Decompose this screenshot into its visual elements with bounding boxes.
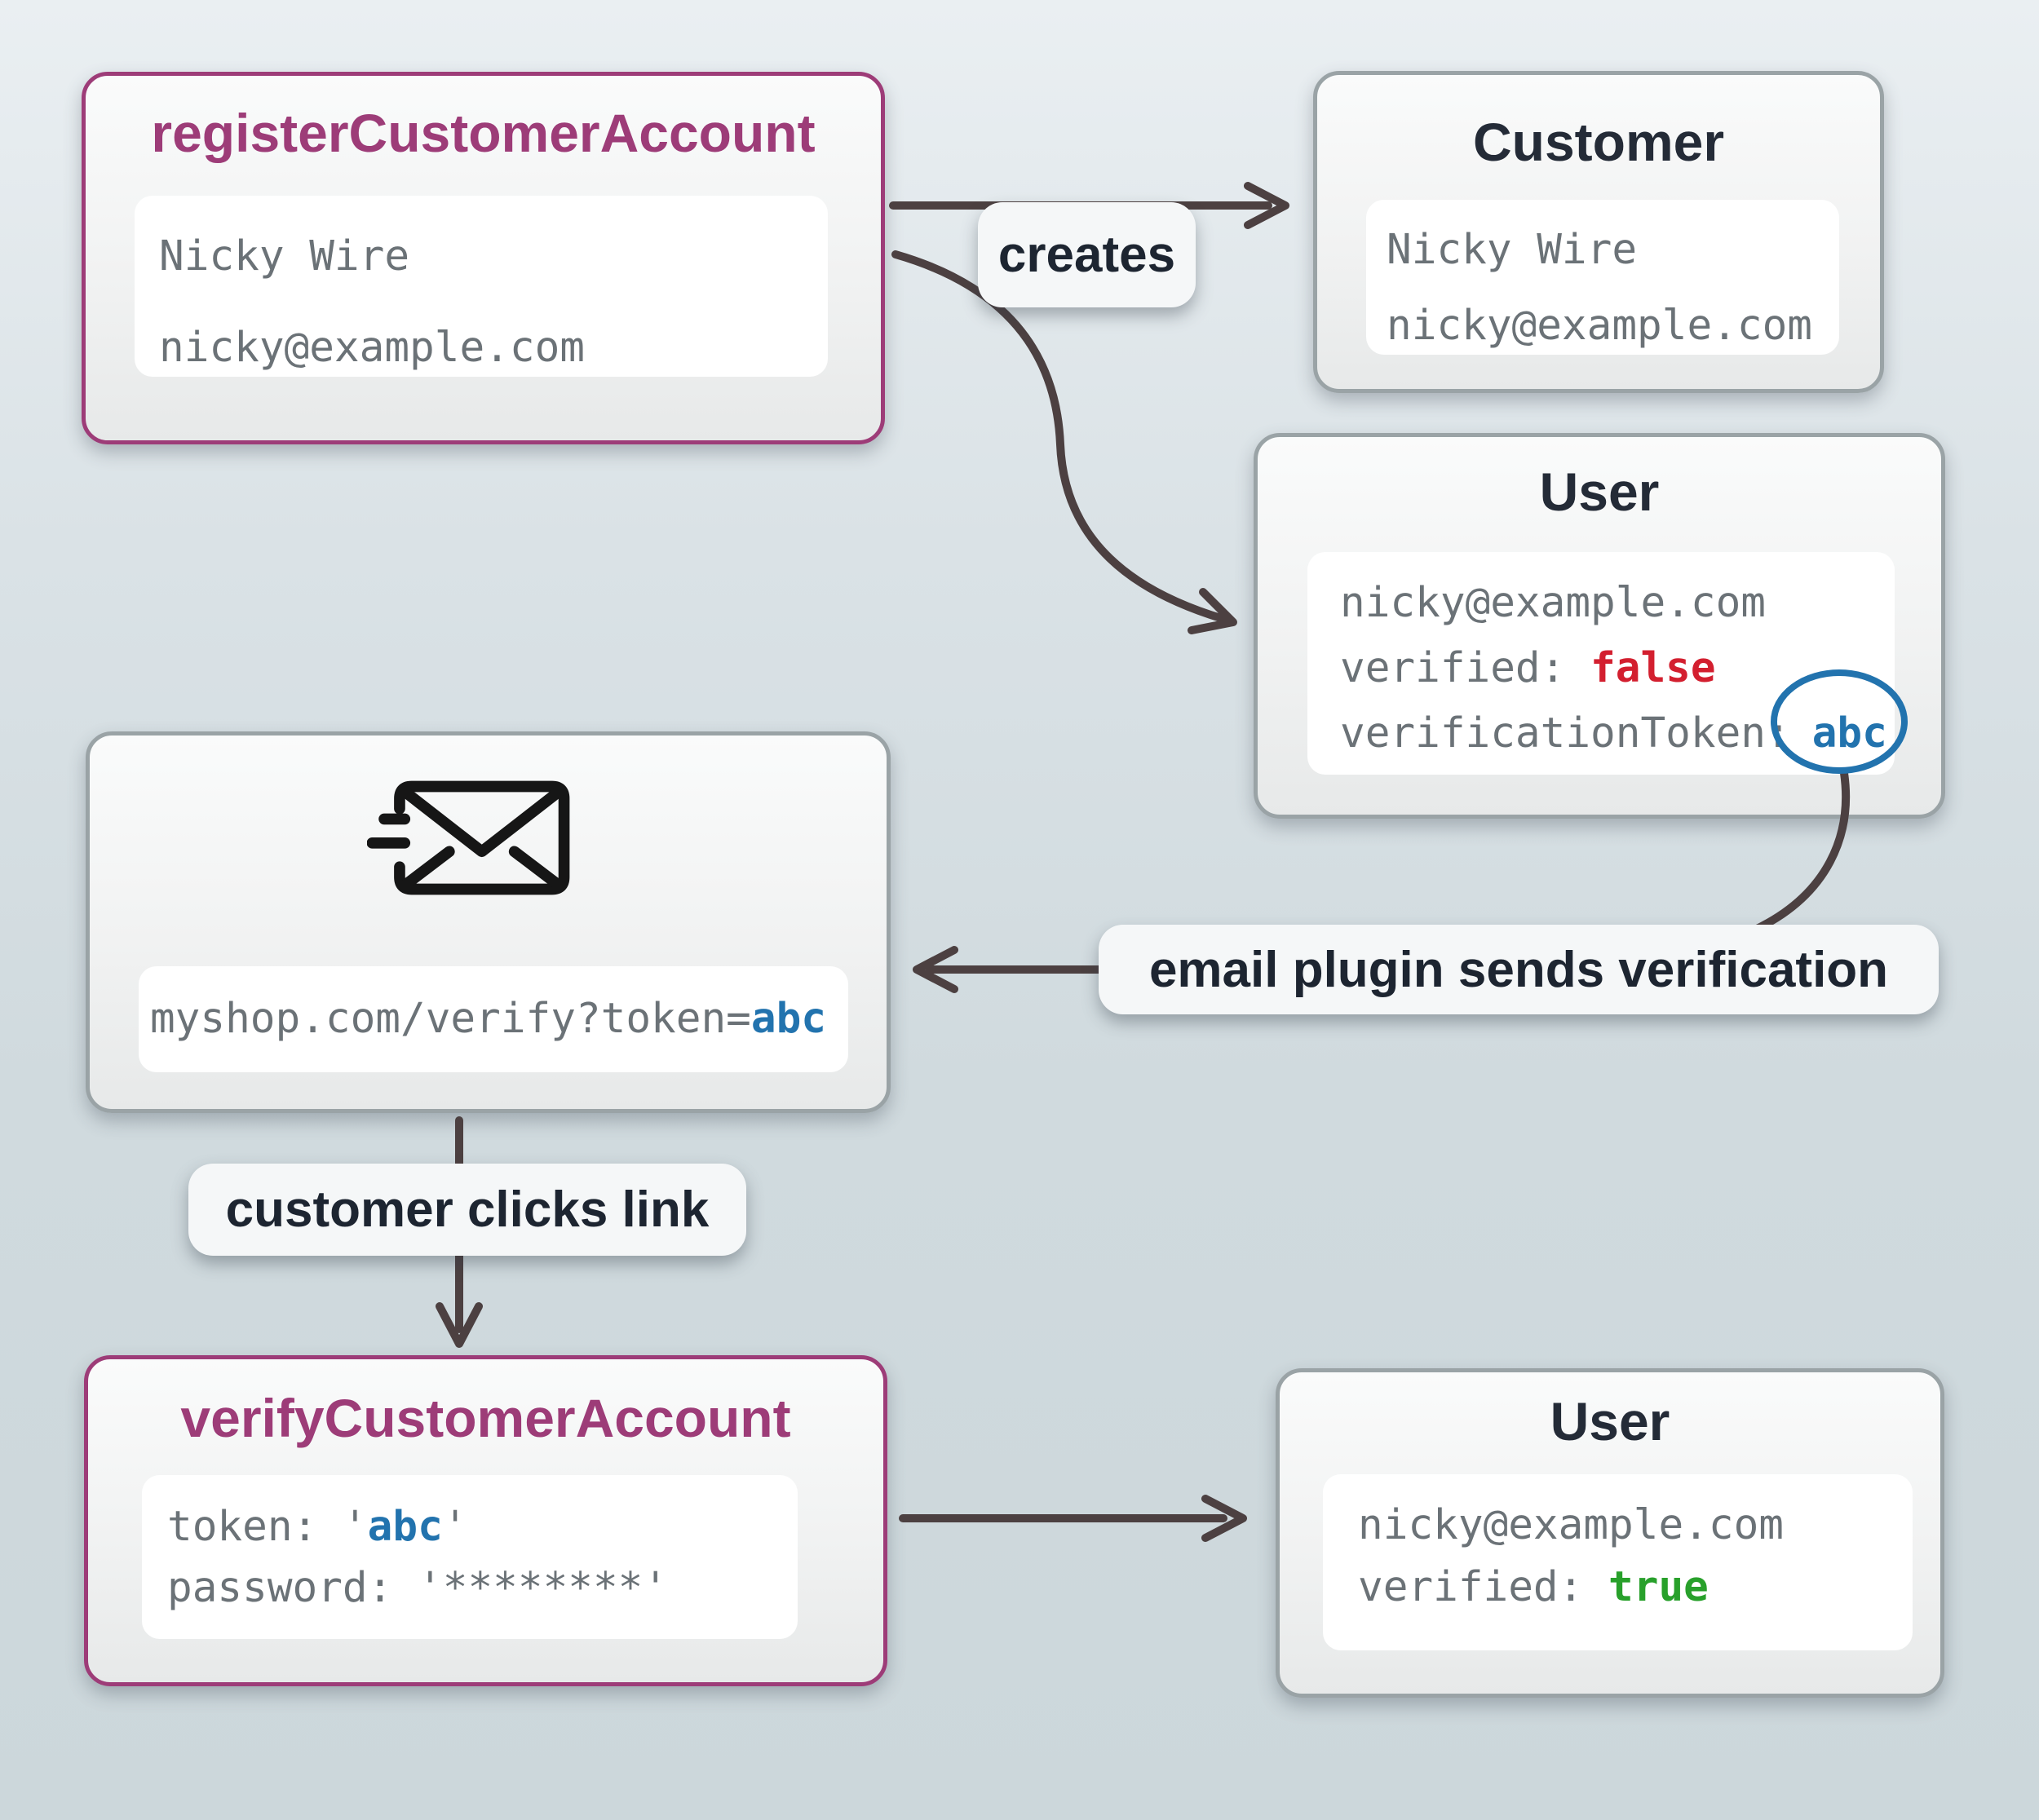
verified-true-value: true	[1608, 1563, 1709, 1611]
token-key-text: token:	[167, 1503, 343, 1551]
customer-node-title: Customer	[1472, 112, 1725, 172]
verify-node-title: verifyCustomerAccount	[180, 1388, 791, 1448]
envelope-fold-left	[400, 846, 455, 890]
verify-arrowhead	[1201, 1495, 1247, 1542]
password-key-text: password:	[167, 1564, 418, 1612]
customer-node: Customer Nicky Wire nicky@example.com	[1313, 71, 1884, 393]
register-email-text: nicky@example.com	[159, 324, 585, 372]
customer-email-text: nicky@example.com	[1387, 302, 1812, 350]
user-unverified-email-text: nicky@example.com	[1340, 579, 1766, 627]
send-email-icon	[367, 780, 570, 895]
creates-arrowhead	[1244, 182, 1289, 229]
register-name-text: Nicky Wire	[159, 232, 410, 281]
email-plugin-sends-verification-label: email plugin sends verification	[1099, 925, 1939, 1014]
envelope-fold-right	[508, 846, 563, 890]
token-open-quote: '	[342, 1503, 368, 1551]
verify-token-line: token: 'abc'	[167, 1503, 468, 1552]
creates-user-curve	[891, 250, 1227, 623]
user-unverified-verified-line: verified: false	[1340, 644, 1716, 693]
verification-url-prefix: myshop.com/verify?token=	[149, 995, 751, 1043]
user-unverified-token-line: verificationToken: abc	[1340, 709, 1887, 758]
customer-clicks-link-label: customer clicks link	[188, 1164, 746, 1256]
token-close-quote: '	[442, 1503, 468, 1551]
verified-false-value: false	[1590, 644, 1716, 692]
customer-node-body	[1366, 200, 1839, 355]
envelope-flap	[399, 785, 565, 858]
user-verified-node: User nicky@example.com verified: true	[1276, 1368, 1944, 1698]
user-unverified-node-title: User	[1539, 462, 1660, 522]
clicks-arrowhead	[436, 1302, 483, 1348]
creates-label: creates	[978, 202, 1196, 307]
verification-token-value: abc	[1811, 709, 1887, 758]
user-unverified-node: User nicky@example.com verified: false v…	[1254, 433, 1945, 819]
verify-customer-account-node: verifyCustomerAccount token: 'abc' passw…	[84, 1355, 887, 1686]
register-node-body	[135, 196, 828, 377]
verification-token-key-text: verificationToken:	[1340, 709, 1791, 758]
sends-arrowhead	[913, 946, 958, 993]
user-verified-node-body	[1323, 1474, 1913, 1650]
user-verified-verified-line: verified: true	[1358, 1563, 1709, 1612]
verification-link-text: myshop.com/verify?token=abc	[90, 995, 887, 1044]
register-node-title: registerCustomerAccount	[151, 103, 816, 163]
register-customer-account-node: registerCustomerAccount Nicky Wire nicky…	[82, 72, 885, 444]
verified-key-text-2: verified:	[1358, 1563, 1609, 1611]
verify-node-body	[142, 1475, 798, 1639]
password-value: '********'	[418, 1564, 669, 1612]
verify-password-line: password: '********'	[167, 1564, 668, 1613]
user-verified-node-title: User	[1550, 1391, 1670, 1451]
verification-link-box	[139, 966, 848, 1072]
creates-user-arrowhead	[1188, 588, 1237, 634]
verification-url-token: abc	[750, 995, 827, 1043]
customer-name-text: Nicky Wire	[1387, 226, 1638, 274]
verified-key-text: verified:	[1340, 644, 1591, 692]
user-verified-email-text: nicky@example.com	[1358, 1501, 1784, 1549]
token-value: abc	[367, 1503, 443, 1551]
email-message-node: myshop.com/verify?token=abc	[86, 731, 891, 1113]
